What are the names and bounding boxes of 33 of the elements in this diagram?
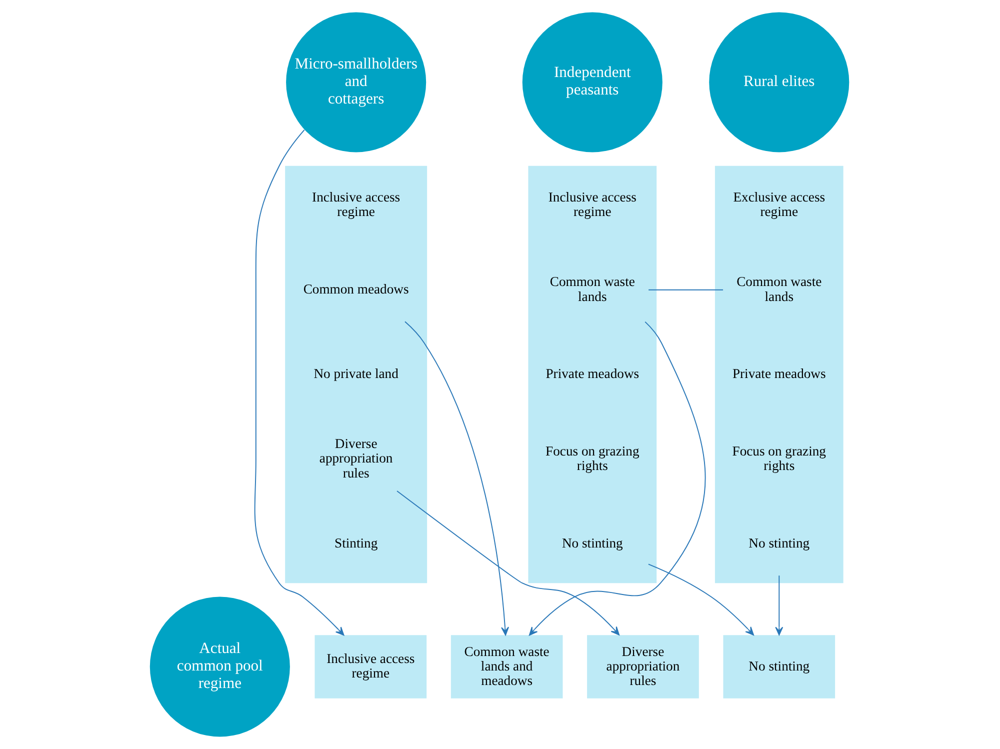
node-box: Common waste lands and meadows — [450, 635, 562, 698]
node-circle: Micro-smallholders and cottagers — [286, 12, 426, 152]
node-text: No stinting — [748, 535, 810, 550]
arrow — [404, 321, 508, 636]
node-text: No stinting — [561, 535, 622, 550]
arrow — [528, 321, 705, 636]
node-text: Private meadows — [732, 366, 826, 382]
node-text: Common waste lands — [549, 274, 634, 304]
connector — [648, 289, 724, 290]
arrow — [396, 490, 620, 636]
node-circle: Rural elites — [708, 12, 849, 152]
node-text: Common meadows — [302, 281, 408, 296]
node-text: No private land — [313, 366, 398, 382]
node-text: Focus on grazing rights — [545, 443, 639, 474]
node-box: Diverse appropriation rules — [586, 635, 698, 698]
node-text: Inclusive access regime — [548, 190, 636, 220]
node-circle: Actual common pool regime — [149, 596, 290, 737]
node-text: Diverse appropriation rules — [318, 436, 392, 480]
node-box: Inclusive access regime — [314, 635, 426, 698]
node-text: Exclusive access regime — [732, 190, 825, 220]
cluster — [528, 166, 656, 584]
node-text: Common waste lands — [736, 274, 822, 304]
node-text: Focus on grazing rights — [732, 443, 826, 474]
cluster — [284, 166, 427, 584]
node-text: Stinting — [334, 535, 378, 550]
node-text: Private meadows — [545, 366, 639, 382]
node-text: Inclusive access regime — [312, 190, 400, 220]
node-circle: Independent peasants — [522, 12, 662, 152]
cluster — [714, 166, 843, 584]
arrow — [254, 130, 344, 636]
arrow — [647, 564, 754, 636]
arrow — [774, 575, 783, 636]
node-box: No stinting — [722, 635, 835, 698]
